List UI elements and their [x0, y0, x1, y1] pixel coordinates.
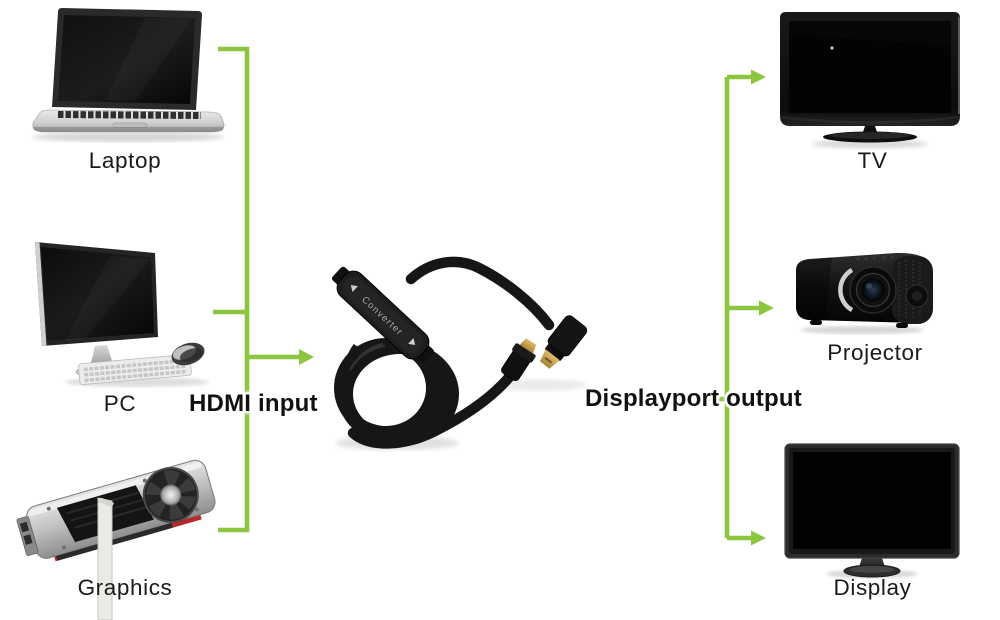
gpu-bracket [97, 497, 113, 620]
converter-dp-mark [350, 284, 358, 293]
cable-hdmi-run [347, 369, 517, 449]
converter-hdmi-mark [408, 337, 416, 346]
projector-foot [896, 323, 908, 328]
projector-illustration [780, 248, 940, 338]
projector-lens-crescent [838, 268, 854, 312]
converter-cable-illustration: Converter [325, 235, 665, 465]
pc-mouse [171, 342, 205, 366]
hdmi-connector [501, 338, 537, 382]
converter-box: Converter [332, 266, 434, 364]
displayport-connector [539, 315, 588, 369]
hdmi-input-label: HDMI input [189, 390, 318, 417]
cable-dp-run [405, 256, 555, 331]
displayport-output-label: Displayport output [585, 385, 802, 412]
tv-illustration [770, 6, 970, 151]
pc-label: PC [103, 391, 137, 416]
projector-label: Projector [827, 340, 923, 365]
display-label: Display [833, 575, 912, 600]
tv-screen [789, 21, 951, 113]
graphics-label: Graphics [77, 575, 173, 600]
laptop-shadow [32, 132, 224, 142]
display-screen [793, 452, 951, 549]
display-illustration [777, 438, 967, 578]
laptop-trackpad [112, 122, 148, 128]
laptop-label: Laptop [88, 148, 162, 173]
graphics-card-illustration [16, 448, 222, 620]
arrowhead-display [751, 530, 766, 546]
left-bus-line [218, 46, 250, 533]
laptop-illustration [25, 4, 230, 146]
arrowhead-tv [751, 69, 766, 85]
pc-illustration [25, 232, 217, 392]
arrowhead-converter [299, 349, 314, 365]
pc-monitor-screen [41, 247, 154, 341]
laptop-screen [58, 15, 195, 104]
laptop-keyboard [57, 111, 202, 119]
projector-top-buttons [856, 255, 894, 261]
arrowhead-projector [759, 300, 774, 316]
projector-foot [810, 320, 822, 325]
tv-standby-dot [830, 46, 834, 50]
tv-label: TV [857, 148, 888, 173]
pc-keyboard [78, 354, 192, 385]
